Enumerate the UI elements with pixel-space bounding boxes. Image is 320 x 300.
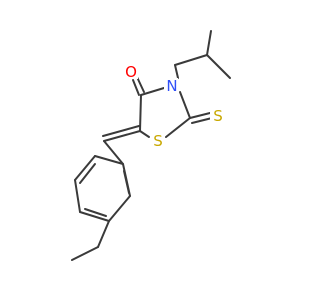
bond-ch2-ch3	[71, 246, 99, 261]
ring-sulfur-atom-bg	[151, 133, 165, 149]
bond-c2-s1	[165, 117, 191, 138]
bond-ar-3	[79, 211, 110, 222]
bond-c2-s-2	[191, 117, 213, 124]
molecule-structure: O N S S	[71, 30, 231, 261]
bond-ar-2	[108, 195, 131, 222]
bond-ar-4	[74, 179, 81, 213]
bond-c5-c4	[139, 94, 142, 132]
nitrogen-atom-bg	[164, 78, 178, 94]
bond-c2-s-1	[189, 112, 211, 119]
bond-c4-n3	[140, 87, 165, 96]
bond-c4-o-2	[136, 76, 145, 93]
bond-ar-6	[94, 155, 124, 165]
molecule-diagram: O N S S	[71, 30, 231, 261]
bond-n-ch2	[174, 64, 179, 79]
bond-ch-ch3b	[206, 54, 231, 79]
ring-sulfur-atom-label: S	[153, 132, 163, 150]
bond-ch-aryl	[103, 140, 124, 165]
bond-s1-c5	[139, 130, 150, 138]
atoms: O N S S	[124, 63, 224, 150]
bond-c5-ch-2	[102, 125, 140, 137]
bond-ar-5	[74, 155, 96, 181]
bond-ch2-ch	[174, 54, 208, 66]
thione-sulfur-atom-label: S	[213, 107, 223, 125]
bond-ar-inner-2	[84, 208, 107, 217]
thione-sulfur-atom-bg	[210, 108, 224, 124]
bond-ch-ch3a	[206, 30, 212, 56]
bonds	[71, 30, 231, 261]
nitrogen-atom-label: N	[166, 77, 177, 95]
oxygen-atom-bg	[124, 64, 138, 79]
oxygen-atom-label: O	[125, 63, 137, 81]
bond-ar-ch2	[97, 220, 110, 248]
bond-ar-inner-1	[123, 170, 130, 194]
bond-n3-c2	[179, 91, 191, 119]
bond-c5-ch-1	[103, 130, 141, 142]
bond-c4-o-1	[132, 79, 140, 96]
bond-ar-inner-3	[79, 163, 96, 184]
